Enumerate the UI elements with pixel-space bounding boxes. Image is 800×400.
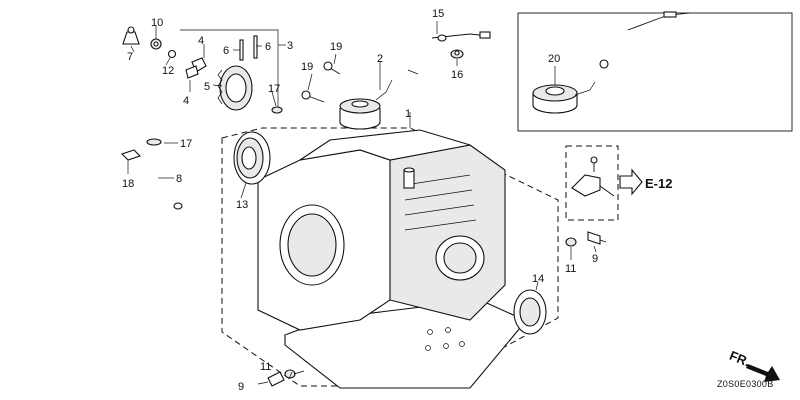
callout-c4b: 4 [183, 95, 189, 107]
oil-alert-switch-inset [532, 11, 691, 114]
diagram-code: Z0S0E0300B [717, 379, 774, 389]
callout-c5: 5 [204, 81, 210, 93]
callout-c11b: 11 [260, 361, 271, 373]
callout-c13: 13 [236, 199, 248, 211]
callout-c12: 12 [162, 65, 174, 77]
callout-c14: 14 [532, 273, 544, 285]
callout-c6b: 6 [265, 41, 271, 53]
callout-c2: 2 [377, 53, 383, 65]
callout-c1: 1 [405, 108, 411, 120]
callout-c18: 18 [122, 178, 134, 190]
front-direction-arrow [746, 364, 780, 382]
governor-assembly [180, 29, 286, 111]
oil-seal [513, 281, 547, 335]
inset-box [517, 11, 793, 132]
callout-c15: 15 [432, 8, 444, 20]
callout-c9a: 9 [592, 253, 598, 265]
callout-c4a: 4 [198, 35, 204, 47]
callout-c9b: 9 [238, 381, 244, 393]
callout-c17b: 17 [180, 138, 192, 150]
callout-c20: 20 [548, 53, 560, 65]
callout-c16: 16 [451, 69, 463, 81]
flange-bolts [301, 61, 341, 103]
callout-c3: 3 [287, 40, 293, 52]
callout-c19b: 19 [301, 61, 313, 73]
reference-box [565, 145, 643, 221]
bearing [233, 131, 271, 199]
drain-bolt-right [565, 231, 607, 247]
drain-bolt-bottom [267, 369, 305, 387]
callout-c11a: 11 [565, 263, 576, 275]
washer [271, 106, 283, 114]
small-fasteners [122, 26, 177, 59]
callout-c17a: 17 [268, 83, 280, 95]
breather-tube [120, 138, 183, 210]
direction-label: FR. [727, 348, 752, 370]
hex-nut [450, 49, 464, 59]
callout-c8: 8 [176, 173, 182, 185]
oil-level-switch [339, 31, 491, 130]
callout-c7: 7 [127, 51, 133, 63]
crankcase-outline [221, 112, 559, 387]
callout-c6a: 6 [223, 45, 229, 57]
callout-c10: 10 [151, 17, 163, 29]
callout-c19a: 19 [330, 41, 342, 53]
leader-lines [127, 21, 597, 385]
reference-label: E-12 [645, 176, 672, 191]
crankcase [257, 129, 521, 389]
